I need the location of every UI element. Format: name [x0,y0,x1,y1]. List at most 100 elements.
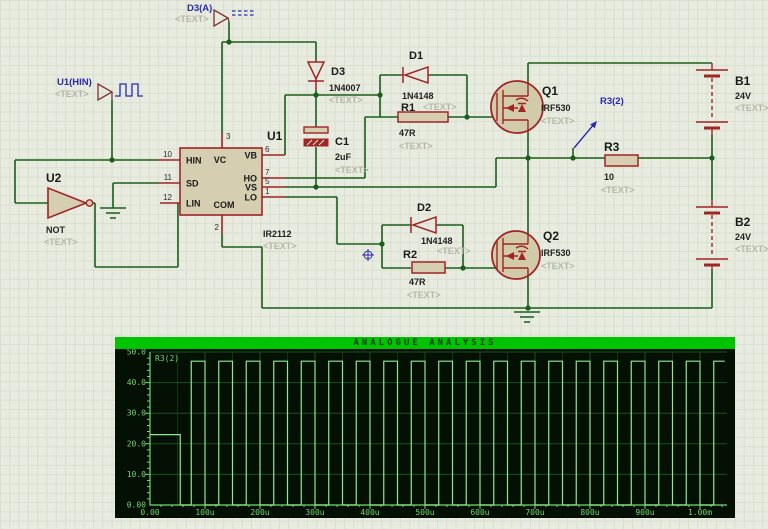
x-tick-label: 400u [360,508,379,517]
text-placeholder: <TEXT> [735,103,768,113]
mosfet-body[interactable] [490,80,544,134]
waveform-trace [150,360,725,506]
wire [14,100,574,268]
battery-b1[interactable]: B1 24V <TEXT> [696,63,768,135]
pin-name: LO [245,193,258,203]
component-value: 1N4007 [329,83,361,93]
capacitor-c1[interactable]: C1 2uF <TEXT> [303,126,369,175]
battery-b2[interactable]: B2 24V <TEXT> [696,200,768,270]
generator-flag-icon[interactable] [97,82,114,102]
axis-ticks [145,357,723,509]
not-gate-u2[interactable]: U2 NOT <TEXT> [44,171,94,247]
diode-d3[interactable]: D3 1N4007 <TEXT> [306,60,363,105]
mosfet-body[interactable] [491,230,541,280]
pin-number: 7 [265,168,270,177]
pin-name: VS [245,183,257,193]
component-value: 24V [735,91,751,101]
diode-d2[interactable]: D2 1N4148 <TEXT> [410,202,471,256]
text-placeholder: <TEXT> [423,102,457,112]
generator-label: D3(A) [187,3,212,14]
component-ref: D1 [409,50,423,62]
component-value: 47R [399,128,416,138]
battery-plates-thick-icon [704,74,720,130]
cap-plate[interactable] [303,126,329,134]
battery-plates-icon [696,63,728,135]
pin-number: 10 [163,150,172,159]
wire [285,196,496,269]
cap-hatch [306,139,325,146]
x-tick-label: 0.00 [140,508,159,517]
y-tick-label: 20.0 [127,439,146,448]
resistor-r2[interactable]: R2 47R <TEXT> [403,249,446,300]
diode-icon[interactable] [306,60,326,90]
component-value: 24V [735,232,751,242]
pin-name: HO [244,174,258,184]
generator-flag-icon[interactable] [213,8,230,28]
pin-number: 2 [215,223,220,232]
component-value: 1N4148 [402,91,434,101]
text-placeholder: <TEXT> [55,89,89,99]
pin-name: VC [214,155,227,165]
component-ref: R1 [401,102,415,114]
pin-number: 11 [164,173,173,182]
component-value: 10 [604,172,614,182]
ground-icon [514,311,540,323]
diode-d1[interactable]: D1 1N4148 <TEXT> [400,50,457,112]
text-placeholder: <TEXT> [399,141,433,151]
text-placeholder: <TEXT> [329,95,363,105]
text-placeholder: <TEXT> [175,14,209,24]
resistor-r1[interactable]: R1 47R <TEXT> [397,102,449,151]
diode-icon[interactable] [400,65,430,85]
mosfet-arrows-icon [506,252,526,260]
mosfet-q2[interactable]: Q2 IRF530 <TEXT> [491,229,575,280]
battery-plates-thick-icon [704,211,720,267]
component-value: 1N4148 [421,236,453,246]
wire [221,22,317,133]
x-tick-label: 500u [415,508,434,517]
pin-number: 12 [163,193,172,202]
resistor-body[interactable] [397,111,449,123]
resistor-body[interactable] [604,154,639,167]
wire [285,157,712,188]
mosfet-q1[interactable]: Q1 IRF530 <TEXT> [490,80,575,134]
ic-body[interactable] [179,147,263,216]
component-value: IRF530 [541,248,571,258]
generator-d3a[interactable]: D3(A) <TEXT> [175,3,254,28]
component-value: NOT [46,225,66,235]
x-tick-label: 300u [305,508,324,517]
ground-icon [100,207,126,219]
component-ref: Q1 [542,84,558,98]
y-tick-label: 30.0 [127,409,146,418]
not-gate-body[interactable] [47,186,89,220]
y-tick-label: 0.00 [127,501,146,510]
wire [527,62,712,308]
generator-hin[interactable]: U1(HIN) <TEXT> [55,77,143,102]
component-ref: R3 [604,140,620,154]
x-tick-label: 600u [470,508,489,517]
probe-arrow-icon[interactable] [573,122,596,149]
ic-text-placeholder: <TEXT> [263,241,297,251]
graph-title-bar[interactable]: ANALOGUE ANALYSIS [115,337,735,349]
resistor-r3[interactable]: R3 10 <TEXT> [601,140,639,195]
diode-icon[interactable] [410,215,438,235]
resistor-body[interactable] [411,261,446,274]
component-value: 47R [409,277,426,287]
pin-number: 3 [226,132,231,141]
pin-name: VB [244,151,257,161]
junction-dots [109,39,715,311]
x-tick-label: 700u [525,508,544,517]
battery-plates-icon [696,200,728,270]
component-ref: D2 [417,202,431,214]
x-tick-label: 1.00m [688,508,712,517]
mosfet-arrows-icon [506,104,526,112]
wire [285,116,493,179]
ic-ref: U1 [267,129,283,143]
voltage-probe-r3[interactable]: R3(2) [573,96,624,149]
probe-label: R3(2) [600,96,624,107]
square-wave-icon [115,83,143,97]
